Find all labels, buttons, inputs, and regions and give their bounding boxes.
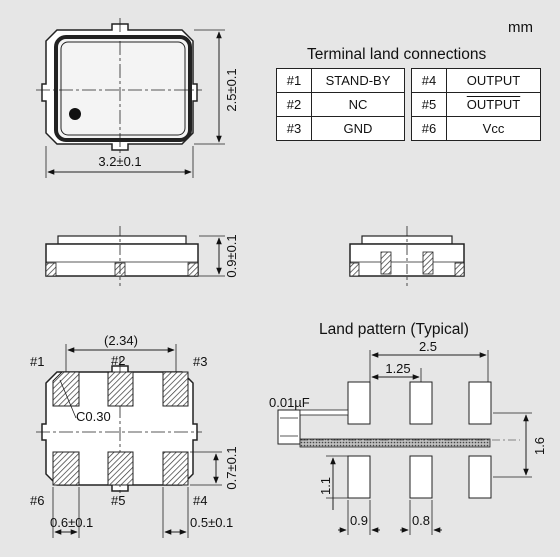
terminal-number: #3 [276,116,312,141]
side-view-left: 0.9±0.1 [45,226,239,286]
pin-label-5: #5 [111,493,125,508]
pin1-marker [69,108,81,120]
thickness-dimension: 0.9±0.1 [224,234,239,277]
pin-label-6: #6 [30,493,44,508]
pad-5 [107,451,134,486]
pad-2 [107,371,134,407]
pin-label-1: #1 [30,354,44,369]
pad-width-0-9-dimension: 0.9 [350,513,368,528]
terminal-name: OUTPUT [446,68,541,93]
terminal-number: #4 [411,68,447,93]
side-view-right [349,226,465,286]
unit-label: mm [508,19,533,36]
table-title: Terminal land connections [307,46,486,63]
pin-label-4: #4 [193,493,207,508]
pad-4 [162,451,189,486]
edge-dimension: 0.5±0.1 [190,515,233,530]
pad-height-dimension: 0.7±0.1 [224,446,239,489]
pad-1 [52,371,80,407]
span-dimension: 2.5 [419,339,437,354]
capacitor-label: 0.01µF [269,395,310,410]
pad-width-dimension: 0.6±0.1 [50,515,93,530]
pad-length-dimension: 1.1 [318,477,333,495]
chamfer-label: C0.30 [76,409,111,424]
land-pattern: Land pattern (Typical) 0.01µF 2.5 1.25 1… [269,321,547,535]
pin-label-2: #2 [111,353,125,368]
terminal-number: #5 [411,92,447,117]
capacitor-pad [277,409,301,445]
bottom-view: (2.34) #1 #2 #3 C0.30 0.7±0.1 #6 #5 #4 0… [30,333,239,538]
terminal-number: #6 [411,116,447,141]
pitch-1-25-dimension: 1.25 [385,361,410,376]
terminal-name: Vcc [446,116,541,141]
pitch-dimension: (2.34) [104,333,138,348]
terminal-name-inverted: OUTPUT [446,92,541,117]
width-dimension: 3.2±0.1 [98,154,141,169]
pad-gap-dimension: 0.8 [412,513,430,528]
terminal-number: #1 [276,68,312,93]
land-pattern-title: Land pattern (Typical) [319,321,469,338]
terminal-number: #2 [276,92,312,117]
top-view: 2.5±0.1 3.2±0.1 [36,18,239,178]
terminal-name: STAND-BY [311,68,405,93]
land-height-dimension: 1.6 [532,437,547,455]
pad-3 [162,371,189,407]
terminal-name: NC [311,92,405,117]
pin-label-3: #3 [193,354,207,369]
pad-6 [52,451,80,486]
height-dimension: 2.5±0.1 [224,68,239,111]
ground-trace [299,438,491,448]
terminal-name: GND [311,116,405,141]
